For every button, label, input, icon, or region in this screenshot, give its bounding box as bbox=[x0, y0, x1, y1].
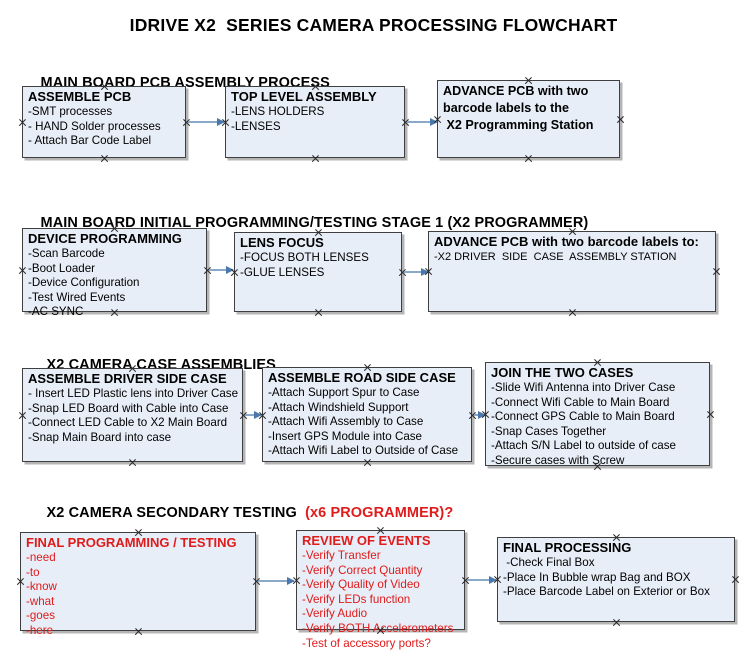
box-title: ADVANCE PCB with two barcode labels to: bbox=[434, 234, 699, 249]
box-title: FINAL PROCESSING bbox=[503, 540, 632, 555]
box-line: -Snap LED Board with Cable into Case bbox=[28, 401, 229, 415]
box-line: -Check Final Box bbox=[503, 556, 595, 569]
connector-arrow bbox=[474, 410, 486, 419]
box-final-processing[interactable]: FINAL PROCESSING -Check Final Box -Place… bbox=[497, 537, 735, 622]
box-line: -here bbox=[26, 623, 54, 637]
box-line: -LENS HOLDERS bbox=[231, 105, 325, 118]
box-line: -Device Configuration bbox=[28, 276, 140, 290]
section-heading-2: MAIN BOARD INITIAL PROGRAMMING/TESTING S… bbox=[24, 199, 589, 247]
box-title: ASSEMBLE PCB bbox=[28, 89, 132, 104]
box-line: -Connect LED Cable to X2 Main Board bbox=[28, 416, 228, 430]
page-title: IDRIVE X2 SERIES CAMERA PROCESSING FLOWC… bbox=[129, 15, 618, 35]
box-line: -X2 DRIVER SIDE CASE ASSEMBLY STATION bbox=[434, 251, 677, 263]
box-line: - Insert LED Plastic lens into Driver Ca… bbox=[28, 387, 239, 400]
box-line: -GLUE LENSES bbox=[240, 265, 325, 279]
box-line: -Verify BOTH Accelerometers bbox=[302, 621, 454, 635]
connector-arrow bbox=[188, 117, 225, 126]
box-title: ADVANCE PCB with two barcode labels to t… bbox=[443, 84, 594, 132]
box-line: -AC SYNC bbox=[28, 305, 84, 319]
box-title: FINAL PROGRAMMING / TESTING bbox=[26, 535, 237, 550]
box-line: -Place Barcode Label on Exterior or Box bbox=[503, 585, 710, 599]
box-line: -Attach S/N Label to outside of case bbox=[491, 439, 676, 453]
box-title: LENS FOCUS bbox=[240, 235, 324, 250]
box-line: -Verify Audio bbox=[302, 607, 368, 621]
box-line: -Attach Windshield Support bbox=[268, 400, 409, 414]
box-line: -goes bbox=[26, 609, 56, 623]
connector-arrow bbox=[407, 117, 438, 126]
box-line: -know bbox=[26, 580, 57, 594]
box-line: -what bbox=[26, 594, 55, 608]
box-title: DEVICE PROGRAMMING bbox=[28, 231, 182, 246]
box-line: -Attach Support Spur to Case bbox=[268, 386, 420, 399]
box-line: -FOCUS BOTH LENSES bbox=[240, 251, 369, 264]
box-line-overflow: -Test of accessory ports? bbox=[302, 636, 431, 650]
box-advance-pcb-driver-side-case[interactable]: ADVANCE PCB with two barcode labels to: … bbox=[428, 231, 716, 312]
box-review-of-events[interactable]: REVIEW OF EVENTS -Verify Transfer -Verif… bbox=[296, 530, 465, 650]
box-assemble-driver-side-case[interactable]: ASSEMBLE DRIVER SIDE CASE - Insert LED P… bbox=[22, 368, 243, 462]
box-advance-pcb-programming-station[interactable]: ADVANCE PCB with two barcode labels to t… bbox=[437, 80, 620, 158]
box-line: -Connect Wifi Cable to Main Board bbox=[491, 395, 670, 409]
box-device-programming[interactable]: DEVICE PROGRAMMING -Scan Barcode -Boot L… bbox=[22, 228, 207, 318]
connector-arrow bbox=[258, 576, 295, 585]
box-line: -Secure cases with Screw bbox=[491, 453, 625, 467]
box-line: -Scan Barcode bbox=[28, 247, 105, 260]
box-title: JOIN THE TWO CASES bbox=[491, 365, 634, 380]
box-line: -Attach Wifi Label to Outside of Case bbox=[268, 444, 459, 458]
box-line: -Verify Correct Quantity bbox=[302, 563, 423, 577]
box-line: - Attach Bar Code Label bbox=[28, 134, 152, 148]
box-title: ASSEMBLE ROAD SIDE CASE bbox=[268, 370, 456, 385]
box-line: -Verify Quality of Video bbox=[302, 578, 420, 592]
box-line: -Place In Bubble wrap Bag and BOX bbox=[503, 570, 691, 584]
box-join-the-two-cases[interactable]: JOIN THE TWO CASES -Slide Wifi Antenna i… bbox=[485, 362, 710, 467]
box-line: -Verify Transfer bbox=[302, 549, 381, 562]
box-assemble-pcb[interactable]: ASSEMBLE PCB -SMT processes - HAND Solde… bbox=[22, 86, 186, 158]
section-heading-4-accent: (x6 PROGRAMMER)? bbox=[305, 505, 454, 521]
box-line: -Snap Main Board into case bbox=[28, 430, 172, 444]
box-line: -Boot Loader bbox=[28, 261, 96, 275]
box-line: -Connect GPS Cable to Main Board bbox=[491, 410, 675, 424]
box-line: -LENSES bbox=[231, 119, 281, 133]
box-line: -to bbox=[26, 565, 40, 579]
box-line: -need bbox=[26, 551, 56, 564]
connector-arrow bbox=[467, 575, 497, 584]
box-line: - HAND Solder processes bbox=[28, 119, 161, 133]
section-heading-4-text: X2 CAMERA SECONDARY TESTING bbox=[46, 505, 306, 521]
box-top-level-assembly[interactable]: TOP LEVEL ASSEMBLY -LENS HOLDERS -LENSES bbox=[225, 86, 405, 158]
box-lens-focus[interactable]: LENS FOCUS -FOCUS BOTH LENSES -GLUE LENS… bbox=[234, 232, 402, 312]
section-heading-4: X2 CAMERA SECONDARY TESTING (x6 PROGRAMM… bbox=[30, 489, 454, 537]
box-line: -Snap Cases Together bbox=[491, 424, 607, 438]
box-line: -Slide Wifi Antenna into Driver Case bbox=[491, 381, 676, 394]
box-line: -SMT processes bbox=[28, 105, 113, 118]
box-title: REVIEW OF EVENTS bbox=[302, 533, 431, 548]
section-heading-2-text: MAIN BOARD INITIAL PROGRAMMING/TESTING S… bbox=[40, 215, 589, 231]
box-final-programming-testing[interactable]: FINAL PROGRAMMING / TESTING -need -to -k… bbox=[20, 532, 256, 637]
connector-arrow bbox=[209, 265, 234, 274]
box-title: ASSEMBLE DRIVER SIDE CASE bbox=[28, 371, 227, 386]
box-assemble-road-side-case[interactable]: ASSEMBLE ROAD SIDE CASE -Attach Support … bbox=[262, 367, 472, 462]
box-line: -Attach Wifi Assembly to Case bbox=[268, 415, 424, 429]
box-title: TOP LEVEL ASSEMBLY bbox=[231, 89, 377, 104]
box-line: -Insert GPS Module into Case bbox=[268, 429, 423, 443]
connector-arrow bbox=[404, 267, 429, 276]
connector-arrow bbox=[245, 410, 262, 419]
box-line: -Test Wired Events bbox=[28, 290, 126, 304]
box-line: -Verify LEDs function bbox=[302, 592, 411, 606]
